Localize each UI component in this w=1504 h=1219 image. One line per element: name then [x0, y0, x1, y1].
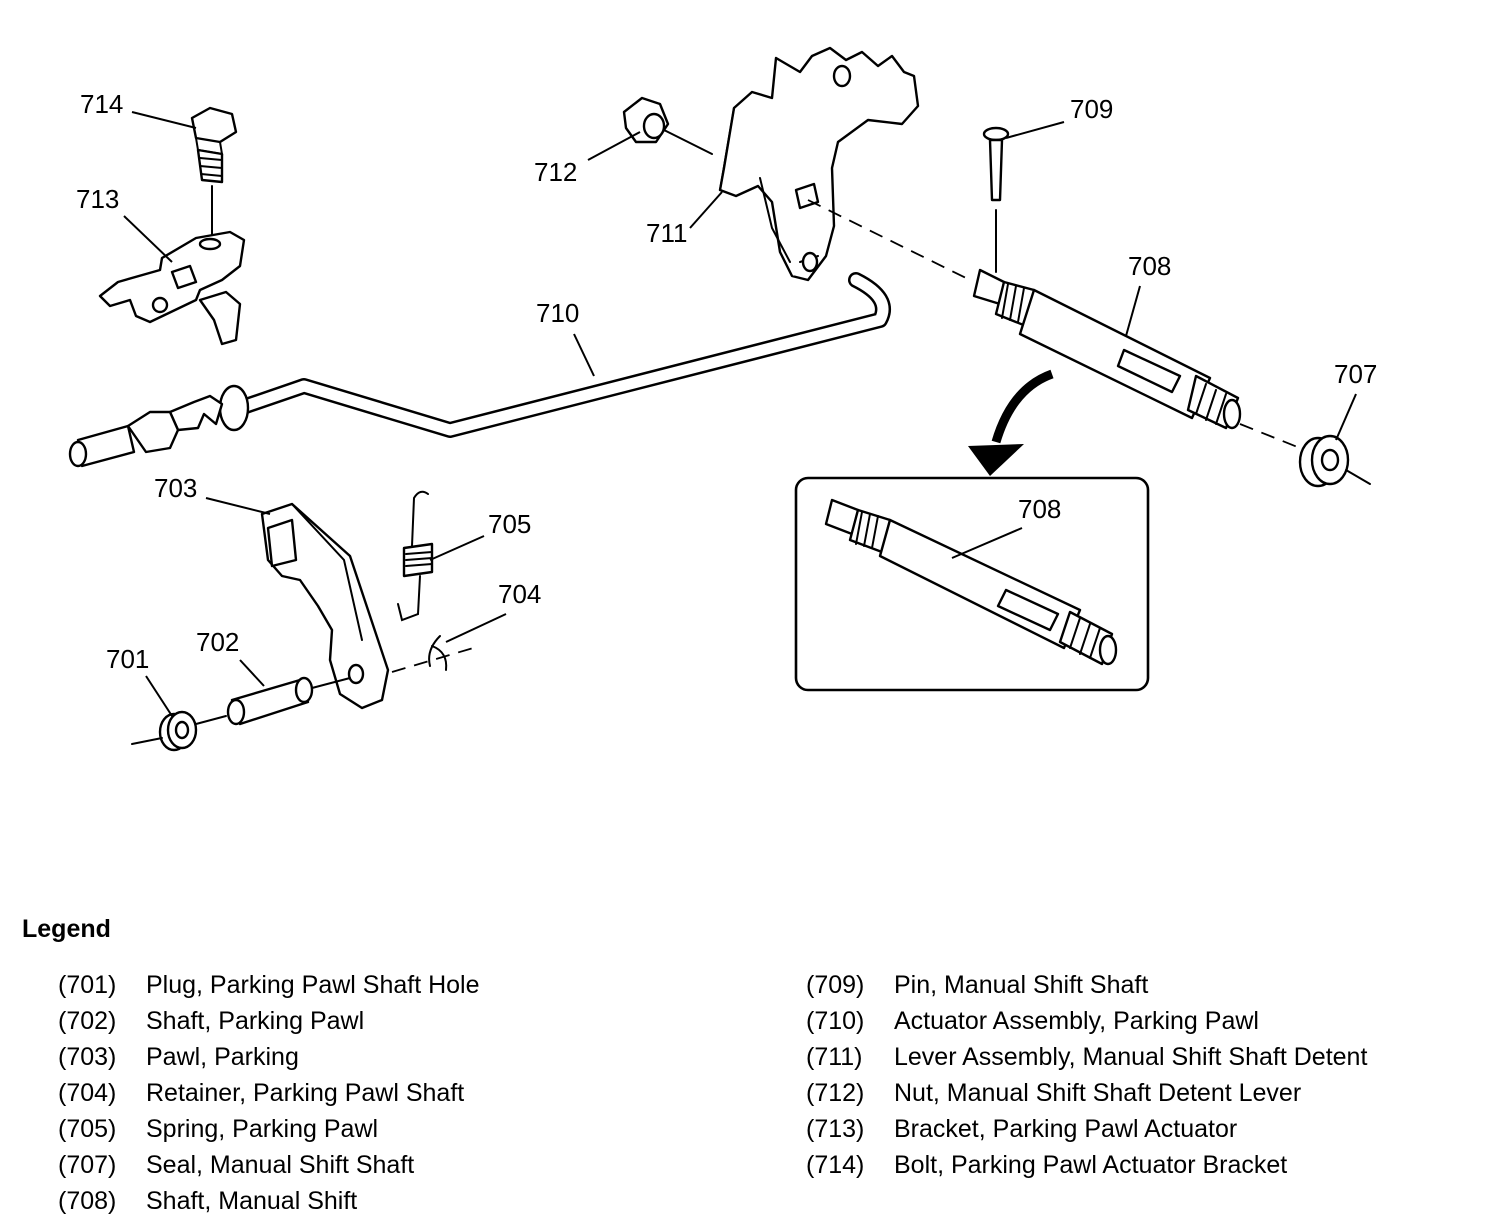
legend-code: (708)	[58, 1187, 117, 1215]
part-701-plug	[131, 710, 198, 752]
legend-label: Retainer, Parking Pawl Shaft	[146, 1079, 465, 1107]
legend-code: (703)	[58, 1043, 117, 1071]
exploded-parts-diagram: 714 713 712 711 709 710 708 707 708 703 …	[68, 46, 1377, 752]
callout-708: 708	[1128, 251, 1171, 281]
axis-line-lever-to-shaft	[807, 199, 971, 281]
legend-code: (704)	[58, 1079, 117, 1107]
legend-label: Pawl, Parking	[146, 1043, 299, 1071]
inset-detail-box	[794, 476, 1150, 692]
legend-item-701: (701) Plug, Parking Pawl Shaft Hole	[58, 967, 480, 1003]
part-708-shaft	[972, 268, 1242, 430]
legend-label: Bolt, Parking Pawl Actuator Bracket	[894, 1151, 1288, 1179]
legend-item-704: (704) Retainer, Parking Pawl Shaft	[58, 1075, 480, 1111]
curved-arrow-icon	[968, 369, 1054, 476]
part-709-pin	[982, 126, 1010, 273]
legend-column-left: (701) Plug, Parking Pawl Shaft Hole (702)…	[58, 967, 480, 1219]
legend-code: (714)	[806, 1151, 865, 1179]
legend-item-703: (703) Pawl, Parking	[58, 1039, 480, 1075]
part-711-detent-lever	[718, 46, 920, 282]
callout-714: 714	[80, 89, 123, 119]
callout-708-inset: 708	[1018, 494, 1061, 524]
part-714-bolt	[190, 106, 238, 236]
legend-label: Bracket, Parking Pawl Actuator	[894, 1115, 1238, 1143]
legend-code: (705)	[58, 1115, 117, 1143]
legend-item-713: (713) Bracket, Parking Pawl Actuator	[806, 1111, 1367, 1147]
legend-item-714: (714) Bolt, Parking Pawl Actuator Bracket	[806, 1147, 1367, 1183]
legend-title: Legend	[22, 915, 111, 943]
part-704-retainer	[428, 635, 448, 671]
callout-707: 707	[1334, 359, 1377, 389]
callout-704: 704	[498, 579, 541, 609]
part-710-actuator-rod	[68, 272, 891, 468]
legend-label: Plug, Parking Pawl Shaft Hole	[146, 971, 480, 999]
legend-label: Seal, Manual Shift Shaft	[146, 1151, 415, 1179]
part-703-parking-pawl	[260, 502, 390, 710]
callout-703: 703	[154, 473, 197, 503]
legend-item-702: (702) Shaft, Parking Pawl	[58, 1003, 480, 1039]
legend-column-right: (709) Pin, Manual Shift Shaft (710) Actuat…	[806, 967, 1367, 1183]
legend-label: Lever Assembly, Manual Shift Shaft Deten…	[894, 1043, 1368, 1071]
legend-item-710: (710) Actuator Assembly, Parking Pawl	[806, 1003, 1367, 1039]
callout-701: 701	[106, 644, 149, 674]
legend-code: (711)	[806, 1043, 863, 1071]
legend-item-711: (711) Lever Assembly, Manual Shift Shaft …	[806, 1039, 1367, 1075]
legend-code: (712)	[806, 1079, 865, 1107]
legend-item-709: (709) Pin, Manual Shift Shaft	[806, 967, 1367, 1003]
callout-713: 713	[76, 184, 119, 214]
legend-label: Spring, Parking Pawl	[146, 1115, 379, 1143]
legend-label: Shaft, Parking Pawl	[146, 1007, 365, 1035]
part-705-spring	[397, 490, 434, 622]
legend-item-707: (707) Seal, Manual Shift Shaft	[58, 1147, 480, 1183]
part-713-bracket	[98, 230, 246, 346]
part-707-seal	[1298, 434, 1371, 488]
legend-label: Nut, Manual Shift Shaft Detent Lever	[894, 1079, 1302, 1107]
callout-702: 702	[196, 627, 239, 657]
legend-code: (713)	[806, 1115, 865, 1143]
legend-code: (710)	[806, 1007, 865, 1035]
legend-item-712: (712) Nut, Manual Shift Shaft Detent Leve…	[806, 1075, 1367, 1111]
legend-item-705: (705) Spring, Parking Pawl	[58, 1111, 480, 1147]
legend-item-708: (708) Shaft, Manual Shift	[58, 1183, 480, 1219]
legend-label: Shaft, Manual Shift	[146, 1187, 358, 1215]
part-712-nut	[622, 96, 713, 155]
axis-line-pawl-to-retainer	[391, 645, 481, 673]
axis-line-shaft-to-seal	[1239, 423, 1301, 449]
callout-711: 711	[646, 218, 687, 248]
legend-code: (709)	[806, 971, 865, 999]
callout-710: 710	[536, 298, 579, 328]
callout-709: 709	[1070, 94, 1113, 124]
legend-code: (707)	[58, 1151, 117, 1179]
legend-label: Actuator Assembly, Parking Pawl	[894, 1007, 1259, 1035]
part-702-pawl-shaft	[195, 676, 351, 726]
legend-code: (702)	[58, 1007, 117, 1035]
legend-code: (701)	[58, 971, 117, 999]
leader-lines	[123, 111, 1357, 717]
callout-705: 705	[488, 509, 531, 539]
callout-712: 712	[534, 157, 577, 187]
legend-label: Pin, Manual Shift Shaft	[894, 971, 1149, 999]
